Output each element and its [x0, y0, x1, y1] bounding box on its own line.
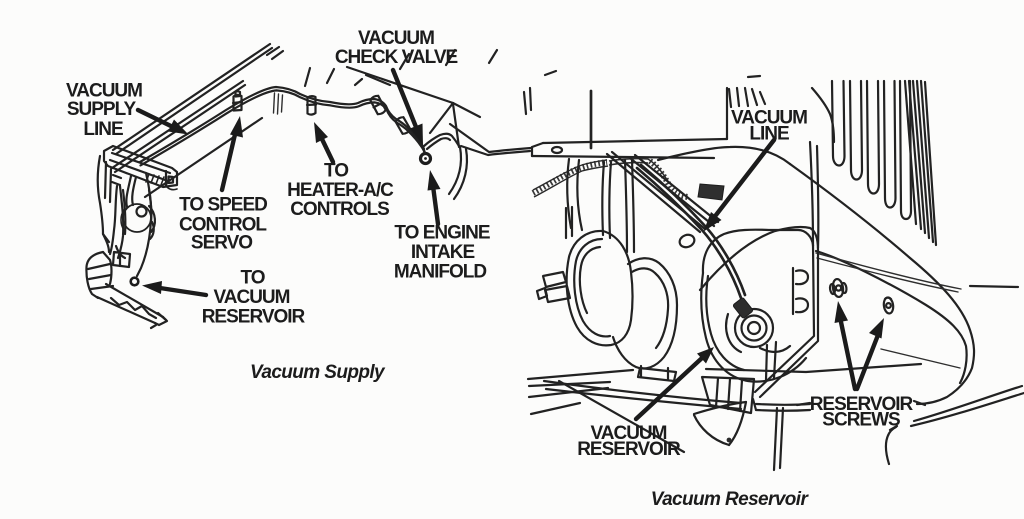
svg-text:VACUUM: VACUUM — [731, 108, 807, 129]
svg-text:HEATER-A/C: HEATER-A/C — [287, 180, 394, 201]
svg-text:VACUUM: VACUUM — [591, 423, 667, 444]
svg-text:VACUUM: VACUUM — [214, 287, 290, 308]
svg-text:CHECK VALVE: CHECK VALVE — [335, 47, 458, 68]
svg-text:CONTROL: CONTROL — [179, 215, 267, 236]
svg-text:RESERVOIR: RESERVOIR — [202, 307, 306, 328]
svg-text:TO ENGINE: TO ENGINE — [394, 223, 489, 244]
svg-text:TO: TO — [324, 161, 348, 182]
svg-text:RESERVOIR: RESERVOIR — [810, 394, 914, 415]
svg-text:TO: TO — [240, 268, 264, 289]
svg-text:SUPPLY: SUPPLY — [67, 99, 137, 120]
svg-text:Vacuum Reservoir: Vacuum Reservoir — [651, 489, 810, 510]
svg-text:LINE: LINE — [749, 124, 789, 145]
svg-text:VACUUM: VACUUM — [66, 81, 142, 102]
svg-text:VACUUM: VACUUM — [358, 28, 434, 49]
svg-text:CONTROLS: CONTROLS — [290, 199, 389, 220]
svg-text:SERVO: SERVO — [191, 233, 252, 254]
svg-text:SCREWS: SCREWS — [822, 410, 900, 431]
svg-text:INTAKE: INTAKE — [411, 242, 475, 263]
svg-text:LINE: LINE — [83, 119, 123, 140]
svg-text:Vacuum Supply: Vacuum Supply — [250, 362, 386, 383]
svg-text:RESERVOIR: RESERVOIR — [577, 439, 681, 460]
svg-text:MANIFOLD: MANIFOLD — [394, 262, 487, 283]
svg-text:TO SPEED: TO SPEED — [179, 195, 267, 216]
